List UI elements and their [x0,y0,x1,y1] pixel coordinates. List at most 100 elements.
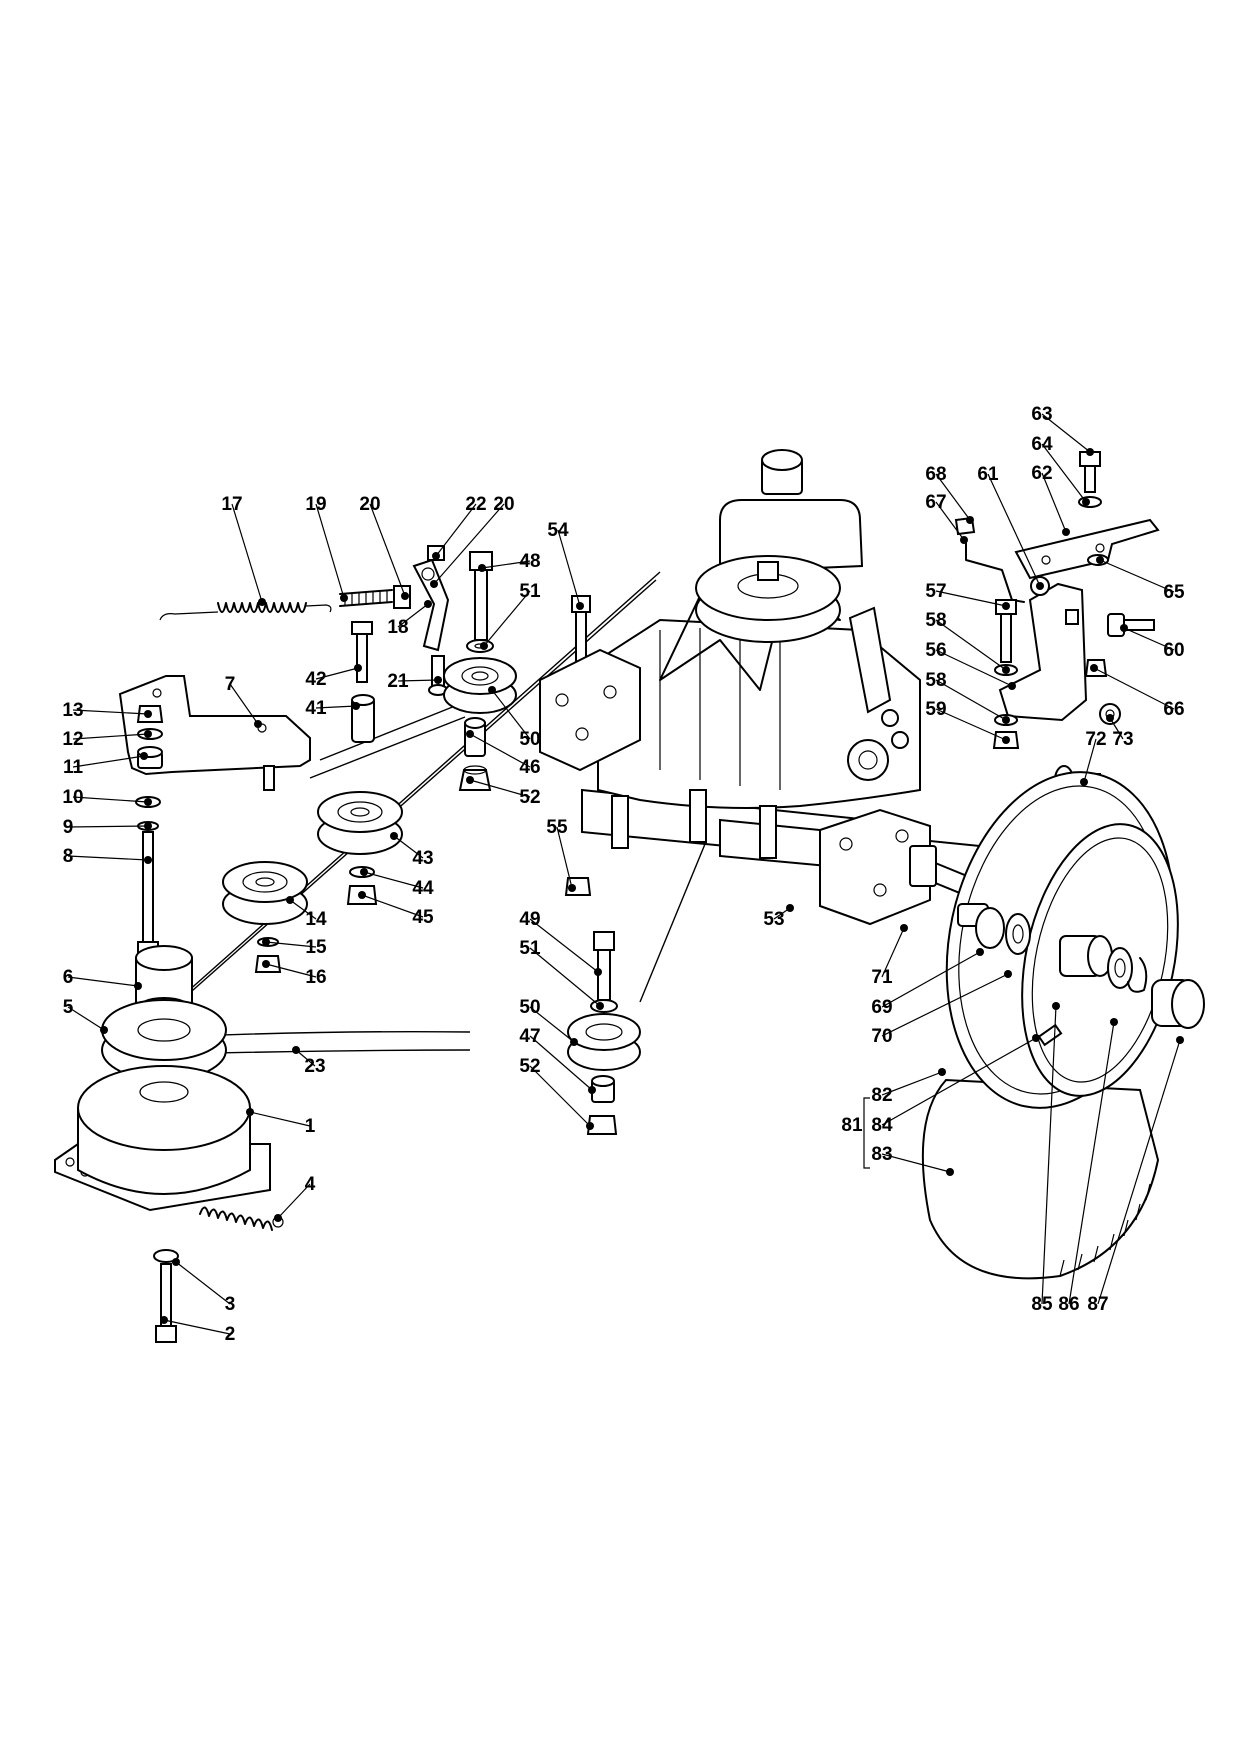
callout-number: 47 [519,1026,540,1047]
bolt-48 [469,551,493,641]
callout-number: 45 [412,907,434,928]
callout-leader [529,1065,591,1127]
callout-number: 54 [547,520,569,541]
callout-dot [594,968,602,976]
callout-dot [1106,714,1114,722]
callout-leader [369,503,406,597]
clutch-1 [54,1065,271,1212]
callout-number: 60 [1163,640,1184,661]
callout-number: 51 [519,581,541,602]
callout-dot [966,516,974,524]
callout-leader [397,679,439,682]
spacer-85 [1059,935,1113,977]
callout-leader [1097,1039,1181,1305]
callout-dot [1036,582,1044,590]
callout-dot [434,676,442,684]
callout-number: 9 [63,817,74,838]
callout-number: 50 [519,729,540,750]
callout-7: 7 [225,674,262,728]
callout-11: 11 [63,752,148,778]
callout-dot [586,1122,594,1130]
callout-5: 5 [63,997,108,1034]
callout-leader [361,894,424,918]
callout-leader [557,529,581,607]
callout-9: 9 [63,817,152,838]
callout-leader [556,826,573,889]
callout-20: 20 [430,494,515,588]
callout-leader [1123,627,1175,651]
callout-dot [568,884,576,892]
callout-number: 55 [546,817,568,838]
callout-leader [935,473,971,521]
callout-44: 44 [360,868,434,899]
callout-dot [488,686,496,694]
callout-48: 48 [478,551,541,572]
hub-cap [1151,979,1205,1029]
callout-69: 69 [871,948,984,1018]
callout-22: 22 [432,494,487,560]
callout-number: 13 [62,700,83,721]
callout-84: 84 [871,1034,1040,1136]
callout-number: 68 [925,464,946,485]
callout-leader [295,1049,316,1067]
callout-leader [72,733,149,740]
callout-leader [289,899,317,920]
callout-dot [262,938,270,946]
callout-leader [881,1037,1037,1126]
callout-number: 65 [1163,582,1185,603]
callout-leader [881,1153,951,1173]
callout-85: 85 [1031,1002,1060,1315]
callout-dot [1004,970,1012,978]
callout-dot [1080,778,1088,786]
callout-16: 16 [262,960,327,988]
callout-leader [935,590,1007,607]
callout-62: 62 [1031,463,1070,536]
callout-leader [67,855,149,861]
callout-23: 23 [292,1046,326,1077]
callout-58: 58 [925,670,1010,724]
callout-leader [163,1319,231,1335]
bracket-61 [998,576,1088,722]
callout-14: 14 [286,896,327,930]
callout-number: 11 [63,757,84,778]
callout-number: 64 [1031,434,1053,455]
callout-leader [881,973,1009,1037]
callout-dot [274,1214,282,1222]
callout-number: 51 [519,938,541,959]
bracket-7 [118,675,311,791]
callout-53: 53 [763,904,794,930]
plate-62 [1014,518,1160,580]
callout-19: 19 [305,494,348,602]
callout-55: 55 [546,817,576,892]
callout-dot [100,1026,108,1034]
bolt-49 [593,931,615,1001]
callout-number: 2 [225,1324,236,1345]
lock-washer-3 [153,1249,179,1263]
valve-84 [1037,1023,1063,1047]
callout-number: 20 [359,494,380,515]
callout-dot [576,602,584,610]
callout-dot [938,1068,946,1076]
callout-leader [1093,667,1175,710]
callout-12: 12 [62,729,152,750]
callout-60: 60 [1120,624,1185,661]
callout-2: 2 [160,1316,235,1345]
callout-58: 58 [925,610,1010,674]
callout-8: 8 [63,846,152,867]
callout-number: 49 [519,909,540,930]
callout-dot [1082,498,1090,506]
callout-leader [67,976,139,987]
callout-number: 84 [871,1115,893,1136]
callout-number: 44 [412,878,434,899]
callout-dot [134,982,142,990]
callout-number: 46 [519,757,540,778]
callout-45: 45 [358,891,434,928]
callout-leader [315,705,357,709]
callout-21: 21 [387,671,442,692]
circlip-87 [1127,957,1148,993]
callout-dot [596,1002,604,1010]
callout-82: 82 [871,1068,946,1106]
callout-dot [286,896,294,904]
callout-43: 43 [390,832,434,869]
